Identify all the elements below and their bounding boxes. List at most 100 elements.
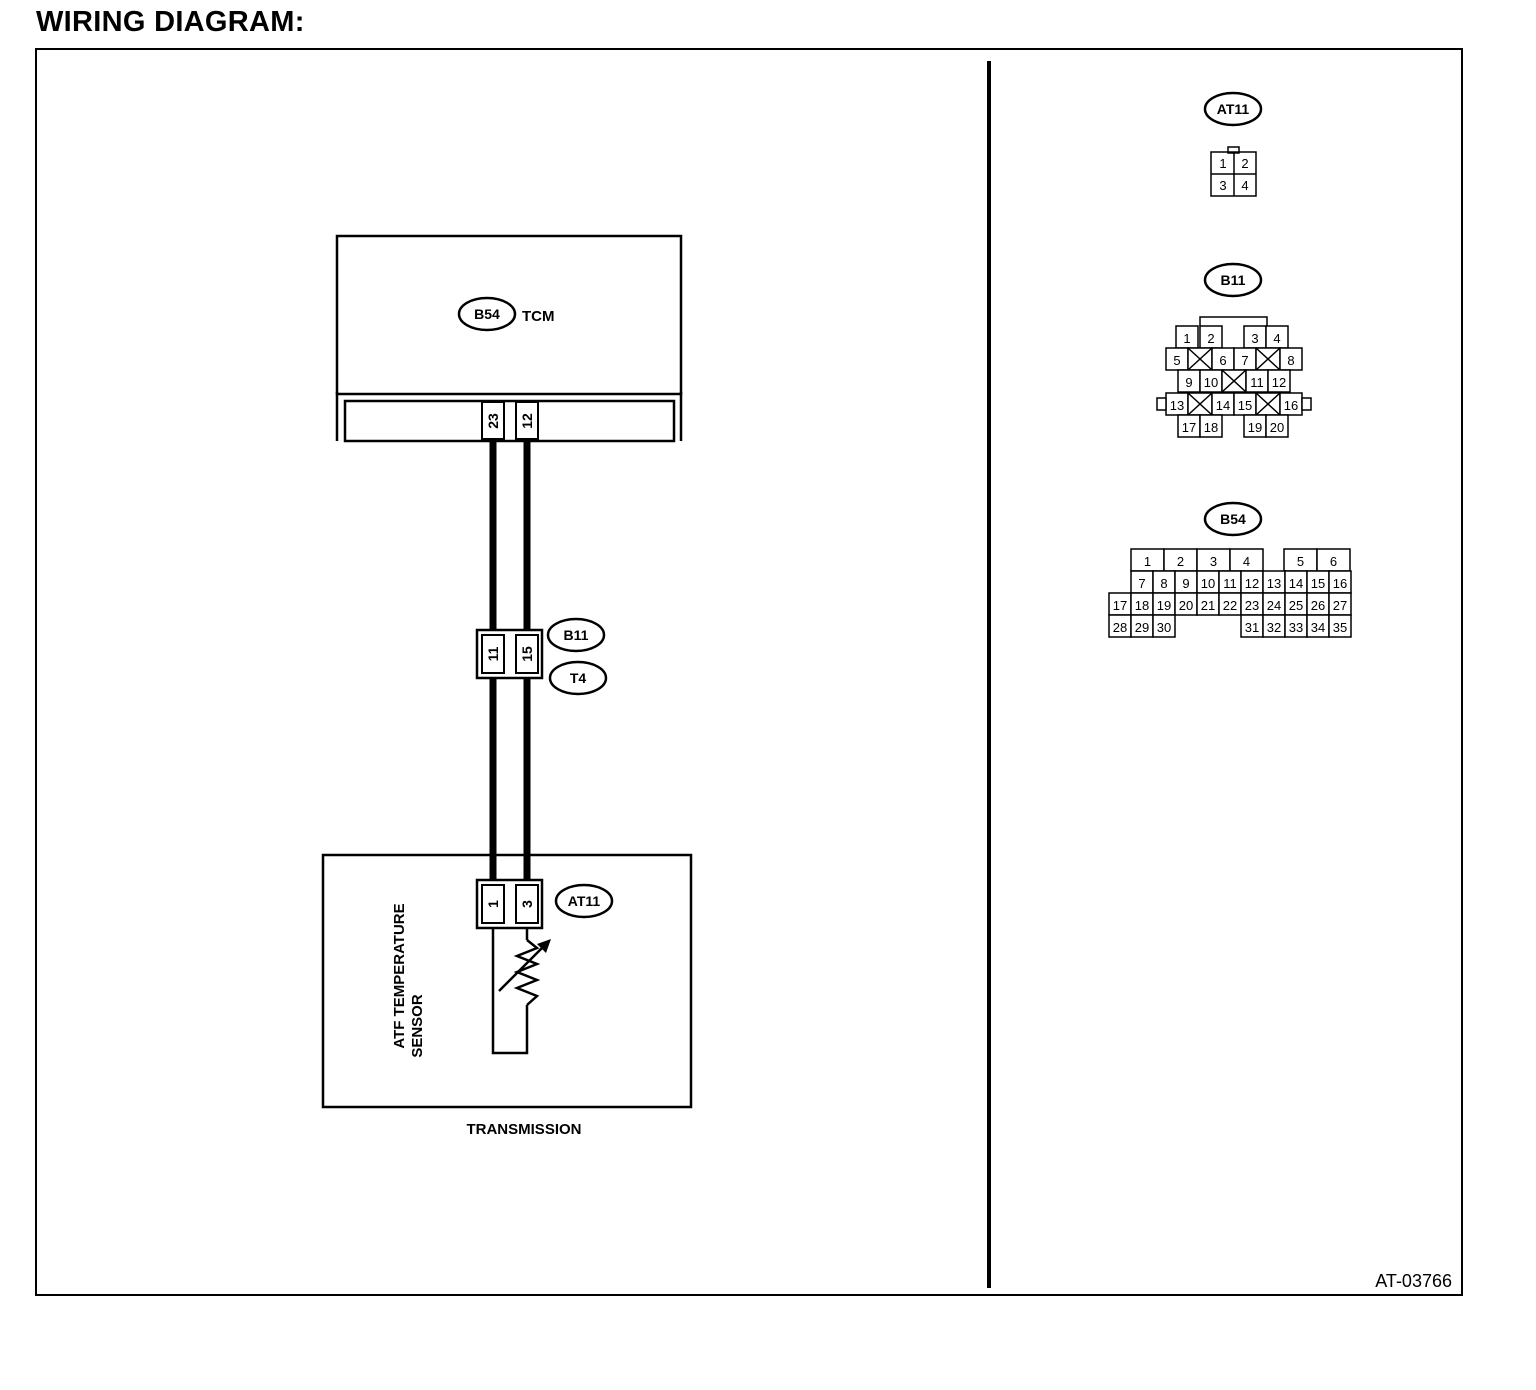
connector-pin: 3: [1251, 331, 1258, 346]
connector-pin: 33: [1289, 620, 1303, 635]
connector-view-at11: AT11 1 2 3 4: [1203, 91, 1263, 197]
connector-pin: 18: [1135, 598, 1149, 613]
connector-pin: 9: [1182, 576, 1189, 591]
connector-pin: 10: [1204, 375, 1218, 390]
connector-pin: 12: [1245, 576, 1259, 591]
connector-pin: 8: [1160, 576, 1167, 591]
connector-blank-mark: [1221, 369, 1247, 393]
connector-pin: 23: [1245, 598, 1259, 613]
joint-connector-label-upper: B11: [564, 627, 589, 643]
connector-pin: 4: [1273, 331, 1280, 346]
connector-pin: 5: [1173, 353, 1180, 368]
tcm-connector-label: B54: [474, 306, 500, 322]
harness-wires: [489, 441, 531, 884]
connector-pin: 14: [1216, 398, 1230, 413]
connector-pin: 1: [1183, 331, 1190, 346]
connector-blank-mark: [1255, 392, 1281, 416]
connector-view-label: B54: [1220, 511, 1246, 527]
connector-latch: [1156, 397, 1167, 411]
sensor-pin-label: 1: [485, 900, 501, 908]
tcm-connector-strip: [343, 399, 676, 443]
connector-cell: [1152, 614, 1176, 638]
connector-blank-mark: [1255, 347, 1281, 371]
sensor-pin-cell: [515, 884, 539, 924]
connector-pin: 7: [1241, 353, 1248, 368]
connector-pin: 9: [1185, 375, 1192, 390]
figure-id: AT-03766: [1375, 1271, 1452, 1291]
sensor-pin-label: 3: [519, 900, 535, 908]
connector-pin: 20: [1270, 420, 1284, 435]
sensor-label-line2: SENSOR: [409, 994, 426, 1058]
joint-connector-badge-upper: [546, 617, 606, 653]
connector-cell: [1199, 414, 1223, 438]
connector-pin: 31: [1245, 620, 1259, 635]
connector-pin: 11: [1223, 576, 1237, 591]
joint-connector: 11 15 B11 T4: [475, 617, 608, 696]
connector-pin: 15: [1311, 576, 1325, 591]
tcm-unit: B54 TCM 23 12: [335, 234, 683, 443]
connector-pin: 17: [1113, 598, 1127, 613]
thermistor-arrow-shaft: [498, 943, 547, 992]
connector-cell: [1267, 369, 1291, 393]
joint-pin-label: 11: [485, 646, 501, 661]
connector-cell: [1279, 347, 1303, 371]
connector-pin: 16: [1333, 576, 1347, 591]
tcm-pin-label: 23: [485, 413, 501, 429]
connector-pin: 6: [1219, 353, 1226, 368]
connector-pin: 13: [1267, 576, 1281, 591]
tcm-pin-label: 12: [519, 413, 535, 429]
connector-blank-mark: [1187, 347, 1213, 371]
connector-pin: 2: [1241, 156, 1248, 171]
diagram-frame: [35, 48, 1463, 1296]
connector-pin: 3: [1210, 554, 1217, 569]
connector-pin: 19: [1157, 598, 1171, 613]
connector-view-badge: [1203, 501, 1263, 537]
joint-connector-badge-lower: [548, 660, 608, 696]
tcm-connector-badge: [457, 296, 517, 332]
page-title: WIRING DIAGRAM:: [36, 6, 305, 38]
tcm-box: [335, 234, 683, 396]
joint-pin-cell: [515, 634, 539, 674]
connector-pin: 24: [1267, 598, 1281, 613]
transmission-box: [321, 853, 693, 1109]
connector-pin: 30: [1157, 620, 1171, 635]
connector-pin: 17: [1182, 420, 1196, 435]
connector-pin: 2: [1177, 554, 1184, 569]
connector-pin: 18: [1204, 420, 1218, 435]
connector-pin: 13: [1170, 398, 1184, 413]
joint-pin-cell: [481, 634, 505, 674]
connector-pin: 2: [1207, 331, 1214, 346]
sensor-pin-cell: [481, 884, 505, 924]
connector-pin: 32: [1267, 620, 1281, 635]
connector-cell: [1265, 414, 1289, 438]
connector-pin: 3: [1219, 178, 1226, 193]
transmission-unit: TRANSMISSION ATF TEMPERATURE SENSOR 1 3 …: [321, 853, 693, 1138]
joint-connector-label-lower: T4: [570, 670, 587, 686]
connector-pin: 35: [1333, 620, 1347, 635]
connector-pin: 12: [1272, 375, 1286, 390]
connector-pin: 27: [1333, 598, 1347, 613]
sensor-connector-badge: [554, 883, 614, 919]
tcm-name: TCM: [522, 308, 555, 325]
connector-view-badge: [1203, 262, 1263, 298]
connector-pin: 28: [1113, 620, 1127, 635]
connector-pin: 21: [1201, 598, 1215, 613]
connector-pin: 10: [1201, 576, 1215, 591]
connector-view-badge: [1203, 91, 1263, 127]
connector-pin: 34: [1311, 620, 1325, 635]
connector-pin: 16: [1284, 398, 1298, 413]
connector-pin: 14: [1289, 576, 1303, 591]
connector-pin: 25: [1289, 598, 1303, 613]
connector-pin: 11: [1250, 375, 1264, 390]
sensor-label-line1: ATF TEMPERATURE: [391, 903, 408, 1048]
tcm-pin-cell: [481, 401, 505, 440]
connector-blank-mark: [1187, 392, 1213, 416]
connector-pin: 29: [1135, 620, 1149, 635]
connector-pin: 22: [1223, 598, 1237, 613]
connector-pin: 8: [1287, 353, 1294, 368]
connector-view-label: AT11: [1217, 101, 1250, 117]
